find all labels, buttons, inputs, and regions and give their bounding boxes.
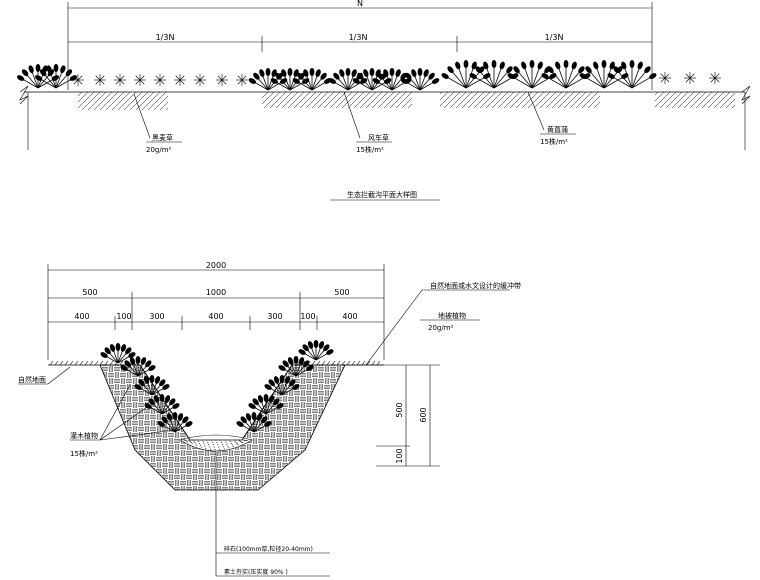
asterisk-symbol: [216, 74, 228, 86]
asterisk-symbol: [194, 74, 206, 86]
dim-label-third-1: 1/3N: [156, 33, 175, 42]
soil-hatch: [440, 92, 600, 108]
svg-text:100: 100: [395, 448, 404, 463]
callout-natural-ground: 自然地面: [18, 366, 71, 385]
callout-buffer: 自然地面或水文设计的缓冲带: [365, 281, 521, 366]
dim-total-2000: 2000: [47, 261, 385, 360]
compacted-soil: [99, 364, 346, 491]
dim-label-third-2: 1/3N: [349, 33, 368, 42]
asterisk-symbol: [72, 74, 84, 86]
callout-gravel-soil: 碎石(100mm厚,粒径20-40mm) 素土夯实(压实度 90% ): [215, 452, 330, 577]
asterisk-symbol: [174, 74, 186, 86]
label-ryegrass: 黑麦草 20g/m²: [133, 93, 182, 154]
callout-shrub: 灌木植物 15株/m²: [70, 384, 176, 458]
dim-thirds: 1/3N 1/3N 1/3N: [68, 33, 652, 52]
iris-plant: [607, 60, 657, 89]
shrub-plant: [236, 412, 272, 433]
ground-grass-ticks: [49, 360, 381, 366]
svg-text:2000: 2000: [206, 261, 226, 270]
svg-text:300: 300: [149, 312, 164, 321]
label-yellow-iris: 黄菖蒲 15株/m²: [527, 91, 576, 146]
iris-plant: [469, 60, 519, 89]
gravel-layer: [179, 434, 253, 452]
svg-text:400: 400: [208, 312, 223, 321]
svg-text:黄菖蒲: 黄菖蒲: [547, 125, 568, 134]
shrub-plant: [298, 340, 334, 361]
svg-text:碎石(100mm厚,粒径20-40mm): 碎石(100mm厚,粒径20-40mm): [224, 545, 313, 553]
shrub-plant: [157, 412, 193, 433]
shrub-plant: [264, 375, 300, 396]
svg-text:500: 500: [334, 288, 349, 297]
ryegrass-symbols: [72, 72, 721, 86]
dim-label-n: N: [357, 0, 363, 8]
asterisk-symbol: [236, 74, 248, 86]
svg-text:15株/m²: 15株/m²: [70, 449, 98, 458]
dim-label-third-3: 1/3N: [545, 33, 564, 42]
svg-text:黑麦草: 黑麦草: [152, 133, 173, 142]
shrub-plant: [120, 356, 156, 377]
sedge-plant: [292, 68, 332, 91]
shrub-plant: [134, 375, 170, 396]
plan-elevation: N 1/3N 1/3N 1/3N 黑麦草 20g/m: [16, 0, 751, 201]
svg-text:100: 100: [300, 312, 315, 321]
svg-text:100: 100: [116, 312, 131, 321]
svg-text:400: 400: [342, 312, 357, 321]
soil-hatch: [262, 92, 412, 108]
shrub-plant: [144, 394, 180, 415]
svg-text:600: 600: [419, 407, 428, 422]
asterisk-symbol: [114, 74, 126, 86]
svg-text:自然地面或水文设计的缓冲带: 自然地面或水文设计的缓冲带: [430, 281, 521, 290]
svg-text:素土夯实(压实度 90% ): 素土夯实(压实度 90% ): [224, 568, 288, 576]
shrub-plant: [278, 356, 314, 377]
svg-text:1000: 1000: [206, 288, 226, 297]
asterisk-symbol: [659, 72, 671, 84]
svg-text:灌木植物: 灌木植物: [70, 431, 98, 440]
svg-text:自然地面: 自然地面: [18, 375, 46, 384]
break-mark-right: [741, 85, 751, 105]
shrub-plant: [100, 343, 136, 364]
dim-vertical: 500 600 100: [345, 364, 440, 467]
shrub-plant: [248, 394, 284, 415]
dim-row-3: 400 100 300 400 300 100 400: [48, 312, 384, 330]
callout-ground-cover: 地被植物 20g/m²: [420, 311, 480, 332]
soil-hatch: [655, 92, 735, 108]
sedge-plant: [400, 68, 440, 91]
label-umbrella-sedge: 风车草 15株/m²: [343, 91, 392, 154]
section-plants: [100, 340, 334, 433]
asterisk-symbol: [134, 74, 146, 86]
soil-hatch: [78, 92, 168, 110]
asterisk-symbol: [94, 74, 106, 86]
svg-text:300: 300: [267, 312, 282, 321]
iris-plant: [34, 64, 78, 89]
break-mark-left: [19, 85, 29, 105]
svg-text:400: 400: [74, 312, 89, 321]
svg-text:500: 500: [82, 288, 97, 297]
asterisk-symbol: [154, 74, 166, 86]
svg-text:20g/m²: 20g/m²: [146, 146, 172, 154]
svg-text:15株/m²: 15株/m²: [356, 145, 384, 154]
dim-row-2: 500 1000 500: [48, 288, 384, 330]
svg-text:地被植物: 地被植物: [438, 311, 466, 320]
asterisk-symbol: [709, 72, 721, 84]
svg-text:20g/m²: 20g/m²: [428, 324, 454, 332]
svg-text:风车草: 风车草: [368, 133, 389, 142]
cross-section: 2000 500 1000 500 400 100 300 400 300 10…: [18, 261, 521, 577]
asterisk-symbol: [684, 72, 696, 84]
svg-text:500: 500: [395, 402, 404, 417]
trench-profile: [48, 364, 384, 441]
svg-text:15株/m²: 15株/m²: [540, 137, 568, 146]
plan-caption: 生态拦截沟平面大样图: [347, 190, 417, 199]
plant-symbols: [16, 60, 657, 91]
